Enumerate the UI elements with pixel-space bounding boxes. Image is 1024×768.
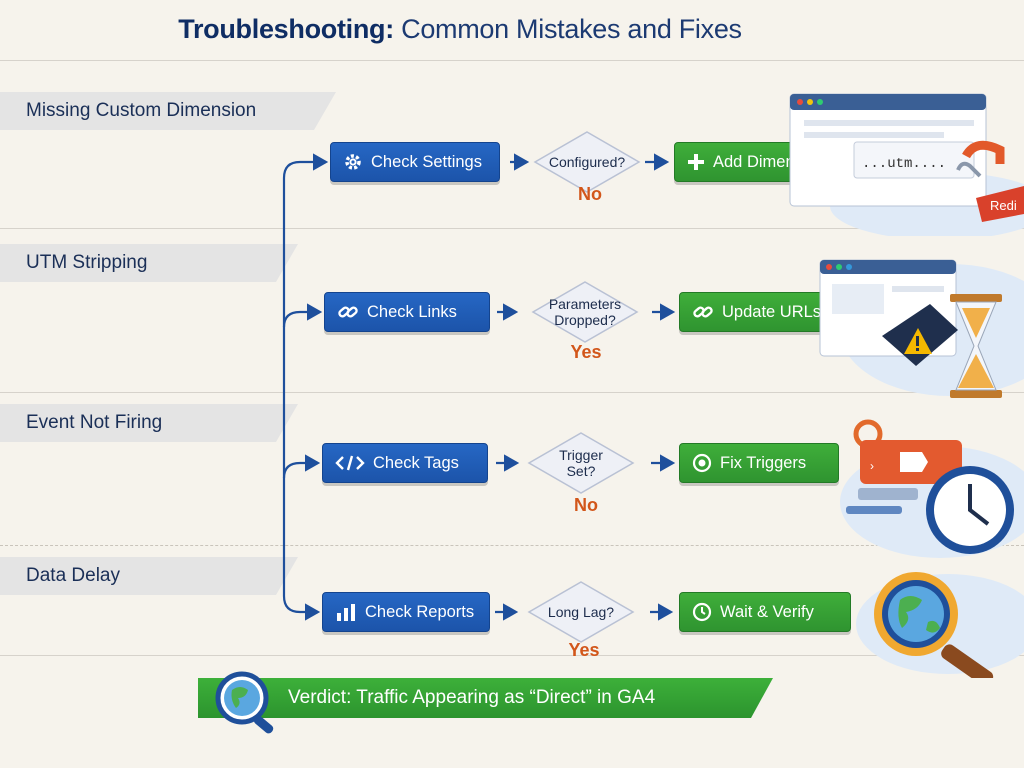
warning-hourglass-illustration [819,259,1024,398]
fix-triggers-label: Fix Triggers [720,453,807,472]
code-icon [335,455,365,471]
answer-yes: Yes [570,342,602,362]
decision-configured: Configured? [533,130,641,194]
target-icon [692,453,712,473]
svg-text:›: › [870,459,874,473]
page-title: Troubleshooting: Common Mistakes and Fix… [0,14,920,45]
verdict-text: Verdict: Traffic Appearing as “Direct” i… [288,687,656,708]
decision-text-line2: Dropped? [554,312,616,328]
magnifier-globe-illustration [856,572,1024,678]
divider [0,228,1024,229]
check-links-box: Check Links [324,292,490,332]
decision-text: Configured? [548,154,626,170]
url-snippet: ...utm.... [862,156,946,172]
divider [0,392,1024,393]
decision-text-line1: Parameters [548,296,622,312]
wait-verify-box: Wait & Verify [679,592,851,632]
check-links-label: Check Links [367,302,457,321]
wait-verify-label: Wait & Verify [720,602,814,621]
link-icon [338,306,358,318]
section-label-event-not-firing: Event Not Firing [0,404,298,442]
check-settings-label: Check Settings [371,152,482,171]
decision-text: Long Lag? [547,604,615,620]
check-tags-label: Check Tags [373,453,459,472]
divider [0,60,1024,61]
link-icon [693,306,713,318]
globe-magnifier-icon [215,671,274,734]
answer-no: No [574,495,598,515]
tag-clock-illustration: › [840,419,1024,558]
update-urls-label: Update URLs [722,302,822,321]
divider [0,655,1024,656]
verdict-banner [198,678,773,718]
title-rest: Common Mistakes and Fixes [401,14,742,44]
divider [0,545,1024,547]
check-tags-box: Check Tags [322,443,488,483]
plus-icon [688,154,704,170]
fix-triggers-box: Fix Triggers [679,443,839,483]
section-label-data-delay: Data Delay [0,557,298,595]
decision-long-lag: Long Lag? [527,580,635,644]
check-reports-box: Check Reports [322,592,490,632]
decision-text-line2: Set? [566,463,596,479]
browser-window-illustration: ...utm.... Redi [789,93,1024,236]
clock-icon [692,602,712,622]
bar-chart-icon [337,604,355,621]
section-label-utm-stripping: UTM Stripping [0,244,298,282]
section-label-missing-custom-dimension: Missing Custom Dimension [0,92,336,130]
redirect-tag-text: Redi [990,198,1017,213]
check-settings-box: Check Settings [330,142,500,182]
answer-no: No [578,184,602,204]
check-reports-label: Check Reports [365,602,475,621]
update-urls-box: Update URLs [679,292,829,332]
answer-yes: Yes [568,640,600,660]
decision-text-line1: Trigger [559,447,603,463]
gear-icon [345,154,361,170]
title-bold: Troubleshooting: [178,14,394,44]
